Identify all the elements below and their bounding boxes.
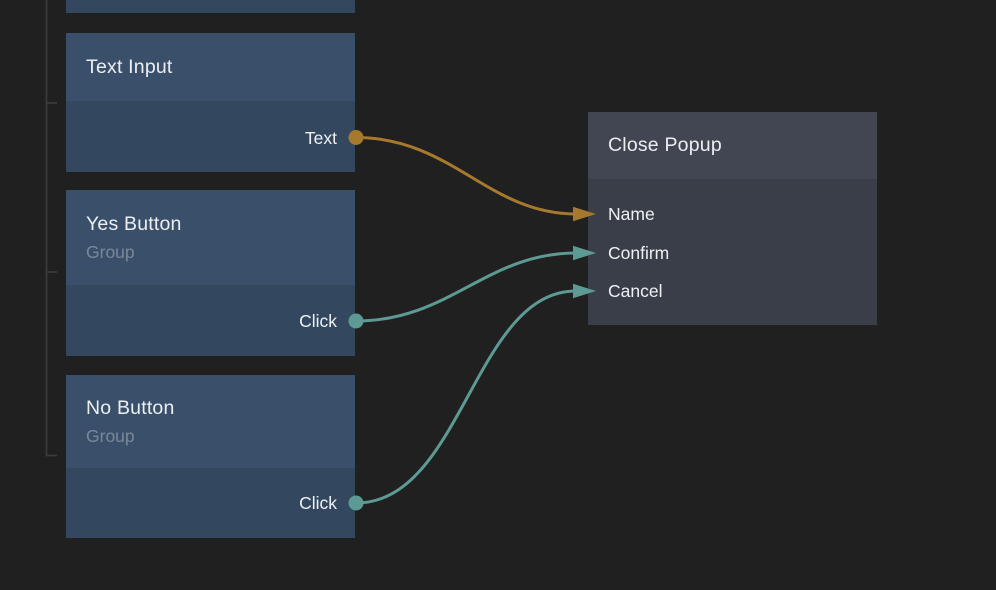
- port-label: Text: [304, 127, 337, 148]
- node-no-button[interactable]: No Button Group Click: [66, 375, 355, 538]
- node-subtitle: Group: [86, 241, 135, 262]
- node-text-input-header[interactable]: Text Input: [66, 33, 355, 101]
- connection-curve[interactable]: [355, 251, 577, 323]
- port-cancel-input[interactable]: Cancel: [588, 278, 877, 304]
- connection-curve[interactable]: [355, 136, 577, 216]
- connection-curve[interactable]: [355, 289, 577, 505]
- node-title: No Button: [86, 396, 175, 419]
- node-title: Yes Button: [86, 212, 182, 235]
- tree-connector-lines: [45, 0, 57, 457]
- node-text-input[interactable]: Text Input Text: [66, 33, 355, 172]
- node-text-input-body[interactable]: Text: [66, 101, 355, 172]
- node-title: Close Popup: [608, 134, 722, 156]
- node-no-button-header[interactable]: No Button Group: [66, 375, 355, 468]
- connection-yesclick-to-confirm[interactable]: [348, 245, 597, 329]
- node-yes-button-body[interactable]: Click: [66, 285, 355, 356]
- node-partial-offscreen[interactable]: [66, 0, 355, 13]
- node-no-button-body[interactable]: Click: [66, 468, 355, 538]
- node-close-popup-body[interactable]: Name Confirm Cancel: [588, 179, 877, 325]
- port-text-output[interactable]: Text: [66, 125, 355, 151]
- node-title: Text Input: [86, 55, 173, 78]
- port-label: Cancel: [608, 280, 663, 301]
- port-label: Click: [299, 310, 337, 331]
- connection-noclick-to-cancel[interactable]: [348, 283, 597, 511]
- node-close-popup-header[interactable]: Close Popup: [588, 112, 877, 179]
- port-label: Confirm: [608, 242, 670, 263]
- port-confirm-input[interactable]: Confirm: [588, 240, 877, 266]
- node-yes-button[interactable]: Yes Button Group Click: [66, 190, 355, 356]
- node-yes-button-header[interactable]: Yes Button Group: [66, 190, 355, 285]
- port-label: Click: [299, 492, 337, 513]
- connection-text-to-name[interactable]: [348, 130, 597, 222]
- port-name-input[interactable]: Name: [588, 201, 877, 227]
- node-close-popup[interactable]: Close Popup Name Confirm Cancel: [588, 112, 877, 325]
- port-click-output-yes[interactable]: Click: [66, 308, 355, 334]
- tree-branch-no-button: [45, 0, 57, 457]
- port-label: Name: [608, 203, 655, 224]
- node-subtitle: Group: [86, 425, 135, 446]
- port-click-output-no[interactable]: Click: [66, 490, 355, 516]
